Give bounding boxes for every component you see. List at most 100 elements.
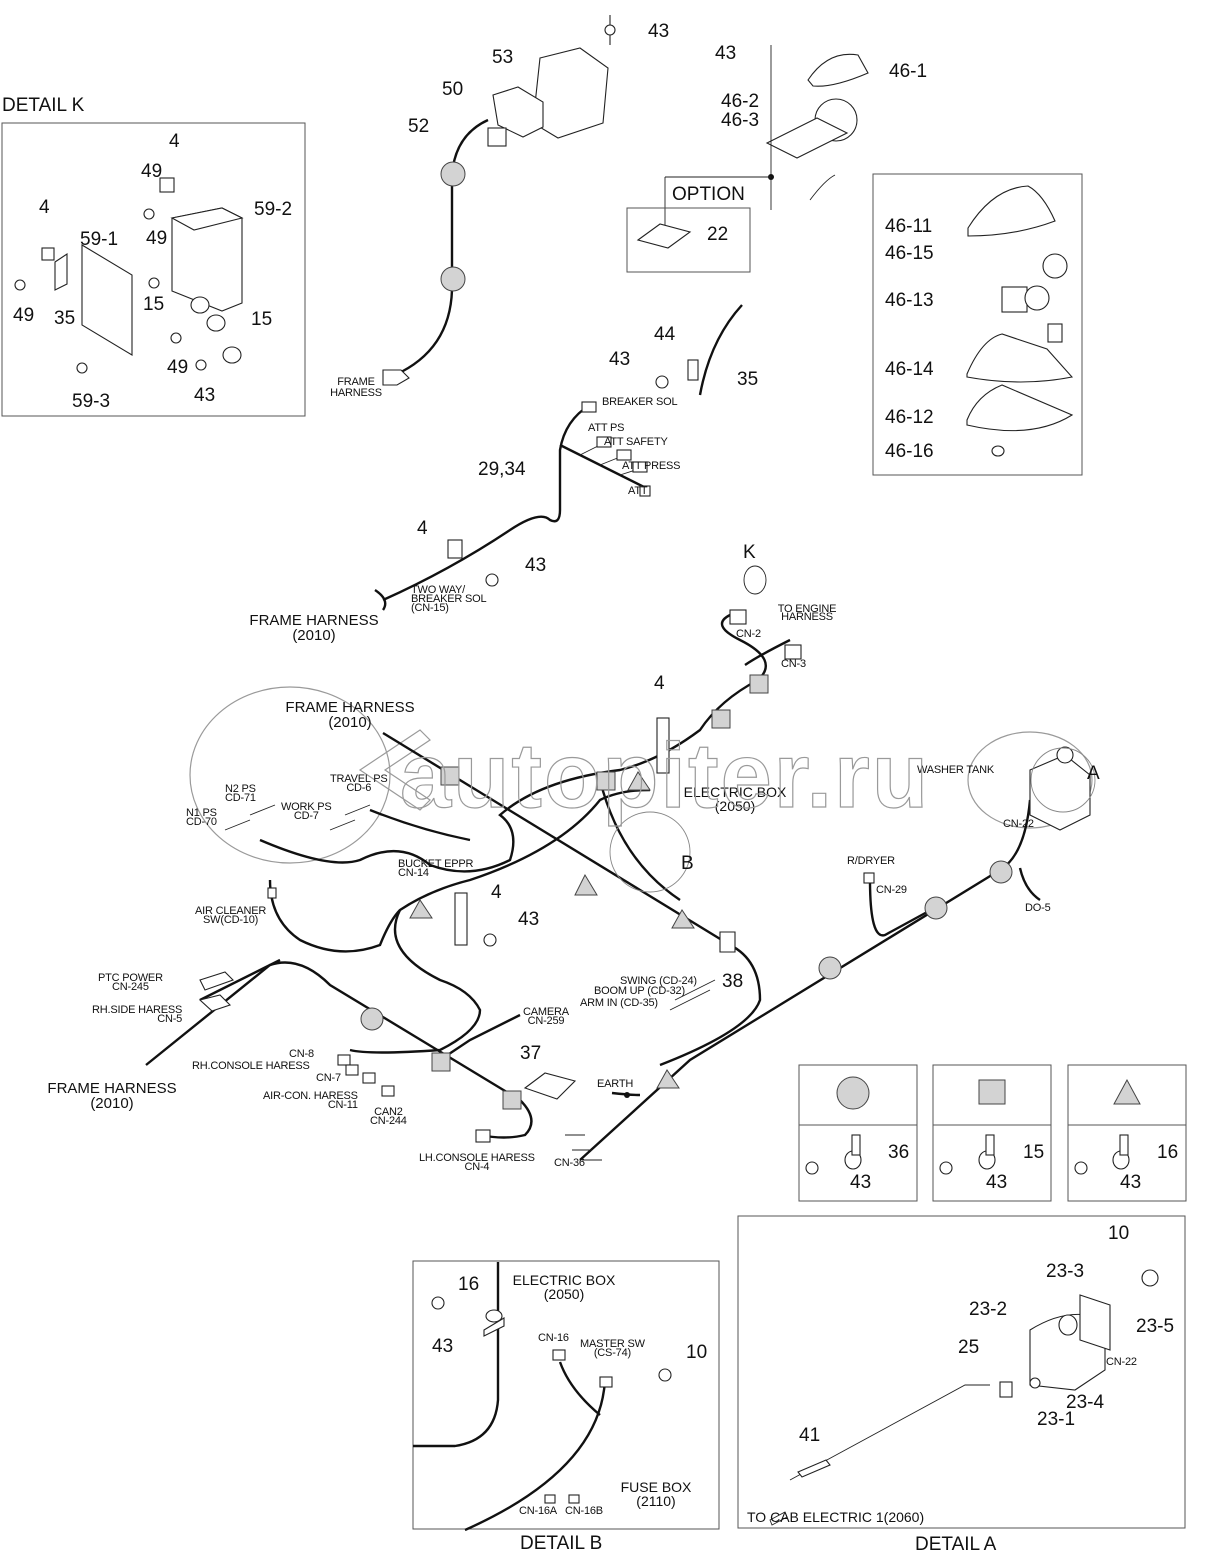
label-line: MASTER SW (580, 1338, 645, 1350)
callout-22: 22 (707, 224, 729, 245)
legend-clamp-16: 16 (1157, 1142, 1179, 1163)
label-line: HARNESS (781, 611, 833, 623)
label-line: CAMERA (523, 1006, 569, 1018)
legend-clamp-36: 36 (888, 1142, 910, 1163)
callout-10: 10 (686, 1342, 708, 1363)
callout-49: 49 (13, 305, 35, 326)
legend-bolt-43: 43 (850, 1172, 872, 1193)
callout-43: 43 (609, 349, 631, 370)
beacon-lamp-top (626, 45, 869, 273)
label-line: LH.CONSOLE HARESS (419, 1152, 535, 1164)
callout-35: 35 (737, 369, 759, 390)
beacon-detail-frame (872, 173, 1083, 476)
detail-k-parts (14, 177, 244, 374)
two-way-breaker-sol-label: TWO WAY/BREAKER SOL(CN-15) (411, 584, 487, 614)
earth-label: EARTH (597, 1078, 634, 1090)
callout-43: 43 (525, 555, 547, 576)
label-line: FRAME (337, 376, 375, 388)
callout-46-14: 46-14 (885, 359, 934, 380)
callout-46-1: 46-1 (889, 61, 928, 82)
fuse-box-label: FUSE BOX(2110) (614, 1480, 698, 1508)
callout-43: 43 (432, 1336, 454, 1357)
connector-cn-16b: CN-16B (565, 1505, 603, 1517)
rh-console-harness-label: RH.CONSOLE HARESS (192, 1060, 310, 1072)
callout-15: 15 (143, 294, 165, 315)
connector-cn-29: CN-29 (876, 884, 907, 896)
callout-4: 4 (417, 518, 428, 539)
callout-4: 4 (169, 131, 180, 152)
detail-k-title: DETAIL K (2, 95, 85, 116)
label-line: N1 PS (186, 807, 217, 819)
callout-29-34: 29,34 (478, 459, 526, 480)
label-line: CAN2 (374, 1106, 403, 1118)
label-line: FRAME HARNESS (285, 699, 415, 716)
watermark-text: autopiter.ru (399, 725, 931, 827)
callout-43: 43 (518, 909, 540, 930)
connector-breaker-sol: BREAKER SOL (602, 396, 678, 408)
label-line: (CS-74) (593, 1347, 631, 1359)
connector-cn-22: CN-22 (1003, 818, 1034, 830)
callout-43: 43 (194, 385, 216, 406)
label-line: HARNESS (330, 387, 382, 399)
frame-harness-2010-label: FRAME HARNESS(2010) (244, 613, 384, 643)
detail-k-marker: K (743, 542, 756, 563)
connector-att: ATT (628, 485, 648, 497)
connector-cn-22: CN-22 (1106, 1356, 1137, 1368)
callout-4: 4 (491, 882, 502, 903)
callout-23-3: 23-3 (1046, 1261, 1085, 1282)
connector-cn-3: CN-3 (781, 658, 806, 670)
callout-10: 10 (1108, 1223, 1130, 1244)
connector-cn-8: CN-8 (289, 1048, 314, 1060)
connector-do-5: DO-5 (1025, 902, 1051, 914)
connector-cn-2: CN-2 (736, 628, 761, 640)
detail-a-frame (737, 1215, 1186, 1529)
label-line: (2050) (714, 798, 756, 814)
callout-59-3: 59-3 (72, 391, 111, 412)
label-line: RH.SIDE HARESS (92, 1004, 183, 1016)
callout-46-3: 46-3 (721, 110, 760, 131)
watermark-logo (189, 686, 1093, 864)
label-line: FRAME HARNESS (47, 1080, 177, 1097)
label-line: PTC POWER (98, 972, 163, 984)
callout-23-2: 23-2 (969, 1299, 1008, 1320)
frame-harness-low-label: FRAME HARNESS(2010) (42, 1081, 182, 1111)
callout-41: 41 (799, 1425, 821, 1446)
swing-cd-24-label: SWING (CD-24) (620, 975, 697, 987)
legend-bolt-43: 43 (986, 1172, 1008, 1193)
label-line: CN-259 (527, 1015, 565, 1027)
label-line: (2110) (636, 1493, 676, 1509)
callout-43: 43 (715, 43, 737, 64)
label-line: CN-5 (157, 1013, 183, 1025)
connector-cn-16a: CN-16A (519, 1505, 557, 1517)
callout-53: 53 (492, 47, 514, 68)
label-line: CD-7 (293, 810, 319, 822)
label-line: CN-11 (327, 1099, 358, 1111)
label-line: TWO WAY/ (411, 584, 466, 596)
connector-cn-16: CN-16 (538, 1332, 569, 1344)
label-line: (2050) (543, 1286, 585, 1302)
label-line: TRAVEL PS (330, 773, 388, 785)
callout-46-15: 46-15 (885, 243, 934, 264)
callout-23-1: 23-1 (1037, 1409, 1076, 1430)
callout-59-1: 59-1 (80, 229, 119, 250)
symbol-legend (798, 1064, 1187, 1202)
callout-49: 49 (141, 161, 163, 182)
electric-box-label: ELECTRIC BOX(2050) (674, 785, 796, 813)
label-line: CN-244 (370, 1115, 407, 1127)
label-line: TO ENGINE (777, 603, 837, 615)
label-line: AIR CLEANER (195, 905, 267, 917)
label-line: AIR-CON. HARESS (263, 1090, 358, 1102)
detail-k-frame (1, 122, 306, 417)
washer-tank-label: WASHER TANK (917, 764, 995, 776)
r-dryer-label: R/DRYER (847, 855, 895, 867)
callout-46-16: 46-16 (885, 441, 934, 462)
